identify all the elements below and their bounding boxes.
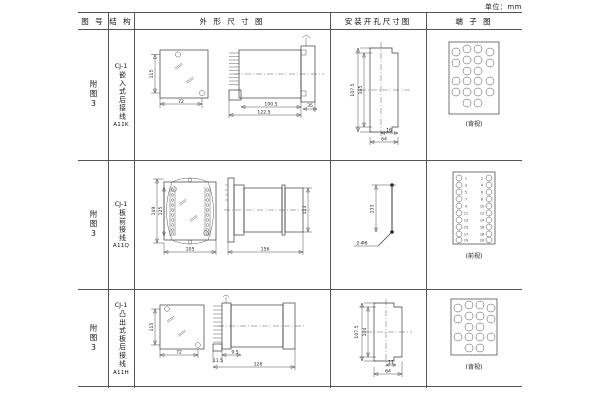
header-structure: 结 构 <box>109 17 133 26</box>
dim-100-5: 100.5 <box>264 102 277 108</box>
mounting-hole-drawing: 107.5 105 64 16 <box>330 30 426 160</box>
dim-72: 72 <box>178 99 184 105</box>
svg-text:11: 11 <box>464 212 468 216</box>
fig-no-label: 附图3 <box>89 209 98 240</box>
terminal-grid <box>451 44 495 108</box>
svg-text:18: 18 <box>480 233 484 237</box>
svg-text:10: 10 <box>480 205 484 209</box>
dim-122-5: 122.5 <box>257 110 270 116</box>
dim-115: 115 <box>149 70 155 79</box>
hole-callout-2-phi-6: 2-Φ6 <box>356 241 367 247</box>
svg-text:19: 19 <box>464 239 468 243</box>
header-fig-no: 图 号 <box>81 17 105 26</box>
terminal-view-label: (前视) <box>466 252 483 260</box>
mounting-hole-drawing: 107.5 104 11 64 <box>330 289 426 388</box>
column-rule-1 <box>108 13 109 388</box>
fig-no-cell: 附图3 <box>78 160 108 289</box>
dim-113: 113 <box>302 206 308 215</box>
header-terminal: 端 子 图 <box>455 17 493 26</box>
structure-type: 嵌入式后接线 <box>117 71 126 121</box>
fig-no-cell: 附图3 <box>78 30 108 160</box>
dim-105: 105 <box>358 86 364 95</box>
dim-11: 11 <box>388 360 394 366</box>
fig-no-label: 附图3 <box>89 323 98 354</box>
unit-note: 单位：mm <box>484 3 522 11</box>
svg-text:3: 3 <box>465 184 467 188</box>
specification-table: 图 号 结 构 外 形 尺 寸 图 安装开孔尺寸图 端 子 图 附图3 CJ-1… <box>78 12 522 388</box>
dim-64: 64 <box>381 137 387 143</box>
fig-no-label: 附图3 <box>89 80 98 110</box>
svg-text:17: 17 <box>464 233 468 237</box>
dim-107-5: 107.5 <box>354 325 360 338</box>
structure-code: CJ-1 <box>114 62 128 71</box>
svg-text:5: 5 <box>465 191 467 195</box>
svg-text:2: 2 <box>481 177 483 181</box>
terminal-diagram: (背视) <box>426 289 522 388</box>
svg-text:14: 14 <box>480 219 484 223</box>
svg-text:15: 15 <box>464 226 468 230</box>
dim-64: 64 <box>385 369 391 375</box>
table-row: 附图3 CJ-1 板前接线 A11Q <box>78 160 522 289</box>
table-row: 附图3 CJ-1 嵌入式后接线 A11K <box>78 30 522 160</box>
column-rule-3 <box>330 13 331 388</box>
svg-text:9: 9 <box>465 205 467 209</box>
mounting-hole-drawing: 133 2-Φ6 <box>330 160 426 289</box>
fig-no-cell: 附图3 <box>78 289 108 388</box>
dim-16: 16 <box>386 128 392 134</box>
svg-text:13: 13 <box>464 219 468 223</box>
dim-156: 156 <box>261 247 270 253</box>
svg-text:7: 7 <box>465 198 467 202</box>
svg-text:6: 6 <box>481 191 483 195</box>
column-rule-4 <box>426 13 427 388</box>
dim-126: 126 <box>254 362 263 368</box>
structure-type: 板前接线 <box>117 208 126 243</box>
header-outline: 外 形 尺 寸 图 <box>199 17 265 26</box>
structure-cell: CJ-1 板前接线 A11Q <box>108 160 134 289</box>
terminal-view-label: (背视) <box>466 363 483 371</box>
table-header-row: 图 号 结 构 外 形 尺 寸 图 安装开孔尺寸图 端 子 图 <box>78 13 522 30</box>
table-row: 附图3 CJ-1 凸出式板后接线 A11H <box>78 289 522 388</box>
dim-104: 104 <box>362 328 368 337</box>
structure-type: 凸出式板后接线 <box>117 310 126 369</box>
structure-code: CJ-1 <box>114 199 128 208</box>
dim-9-5: 9.5 <box>231 350 238 356</box>
terminal-column-left <box>455 174 463 244</box>
header-mounting: 安装开孔尺寸图 <box>344 17 412 26</box>
terminal-diagram: (背视) <box>426 30 522 160</box>
outline-drawing: 115 72 <box>134 289 330 388</box>
structure-model: A11H <box>113 369 129 376</box>
dim-133: 133 <box>370 205 376 214</box>
dim-72: 72 <box>176 350 182 356</box>
terminal-view-label: (背视) <box>466 120 483 128</box>
structure-cell: CJ-1 嵌入式后接线 A11K <box>108 30 134 160</box>
svg-text:20: 20 <box>480 239 484 243</box>
dim-125: 125 <box>158 207 164 216</box>
terminal-column-right <box>485 174 493 244</box>
svg-text:1: 1 <box>465 177 467 181</box>
terminal-grid <box>453 300 496 353</box>
dim-149: 149 <box>151 207 157 216</box>
dim-115: 115 <box>149 323 155 332</box>
svg-text:4: 4 <box>481 184 483 188</box>
svg-text:8: 8 <box>481 198 483 202</box>
structure-model: A11Q <box>112 243 130 250</box>
structure-cell: CJ-1 凸出式板后接线 A11H <box>108 289 134 388</box>
svg-text:12: 12 <box>480 212 484 216</box>
row-rule-1 <box>78 160 522 161</box>
outline-drawing: 115 72 <box>134 30 330 160</box>
structure-code: CJ-1 <box>114 301 128 310</box>
dim-105: 105 <box>186 247 195 253</box>
dim-107-5: 107.5 <box>350 83 356 96</box>
row-rule-2 <box>78 289 522 290</box>
dim-35: 35 <box>307 103 313 109</box>
dim-11-5: 11.5 <box>213 358 223 364</box>
column-rule-2 <box>134 13 135 388</box>
svg-text:16: 16 <box>480 226 484 230</box>
outline-drawing: 149 125 105 <box>134 160 330 289</box>
structure-model: A11K <box>113 121 129 128</box>
